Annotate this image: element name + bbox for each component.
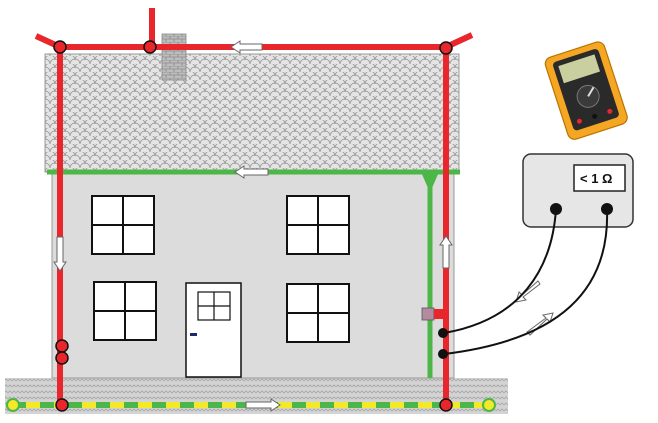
earth-electrode-end-right bbox=[482, 398, 496, 412]
current-flow-arrow-icon bbox=[53, 40, 554, 412]
window-bottom-right bbox=[286, 283, 350, 343]
lead-clip-upper bbox=[438, 328, 448, 338]
meter-reading: < 1 Ω bbox=[580, 171, 612, 186]
brick-chimney-icon bbox=[161, 33, 187, 81]
ground-strip bbox=[5, 378, 508, 414]
junction-clamps bbox=[53, 40, 453, 412]
window-bottom-left bbox=[93, 281, 157, 341]
multimeter-icon bbox=[544, 41, 628, 140]
meter-display bbox=[573, 164, 626, 192]
house-roof bbox=[44, 53, 460, 173]
lead-clip-lower bbox=[438, 349, 448, 359]
window-top-right bbox=[286, 195, 350, 255]
test-lead-right bbox=[443, 208, 609, 355]
window-top-left bbox=[91, 195, 155, 255]
downpipe-funnel bbox=[421, 172, 439, 188]
earth-electrode-end-left bbox=[6, 398, 20, 412]
test-link-red bbox=[434, 309, 446, 319]
test-link-box bbox=[421, 307, 435, 321]
test-lead-left bbox=[443, 208, 557, 334]
front-door bbox=[185, 282, 242, 378]
